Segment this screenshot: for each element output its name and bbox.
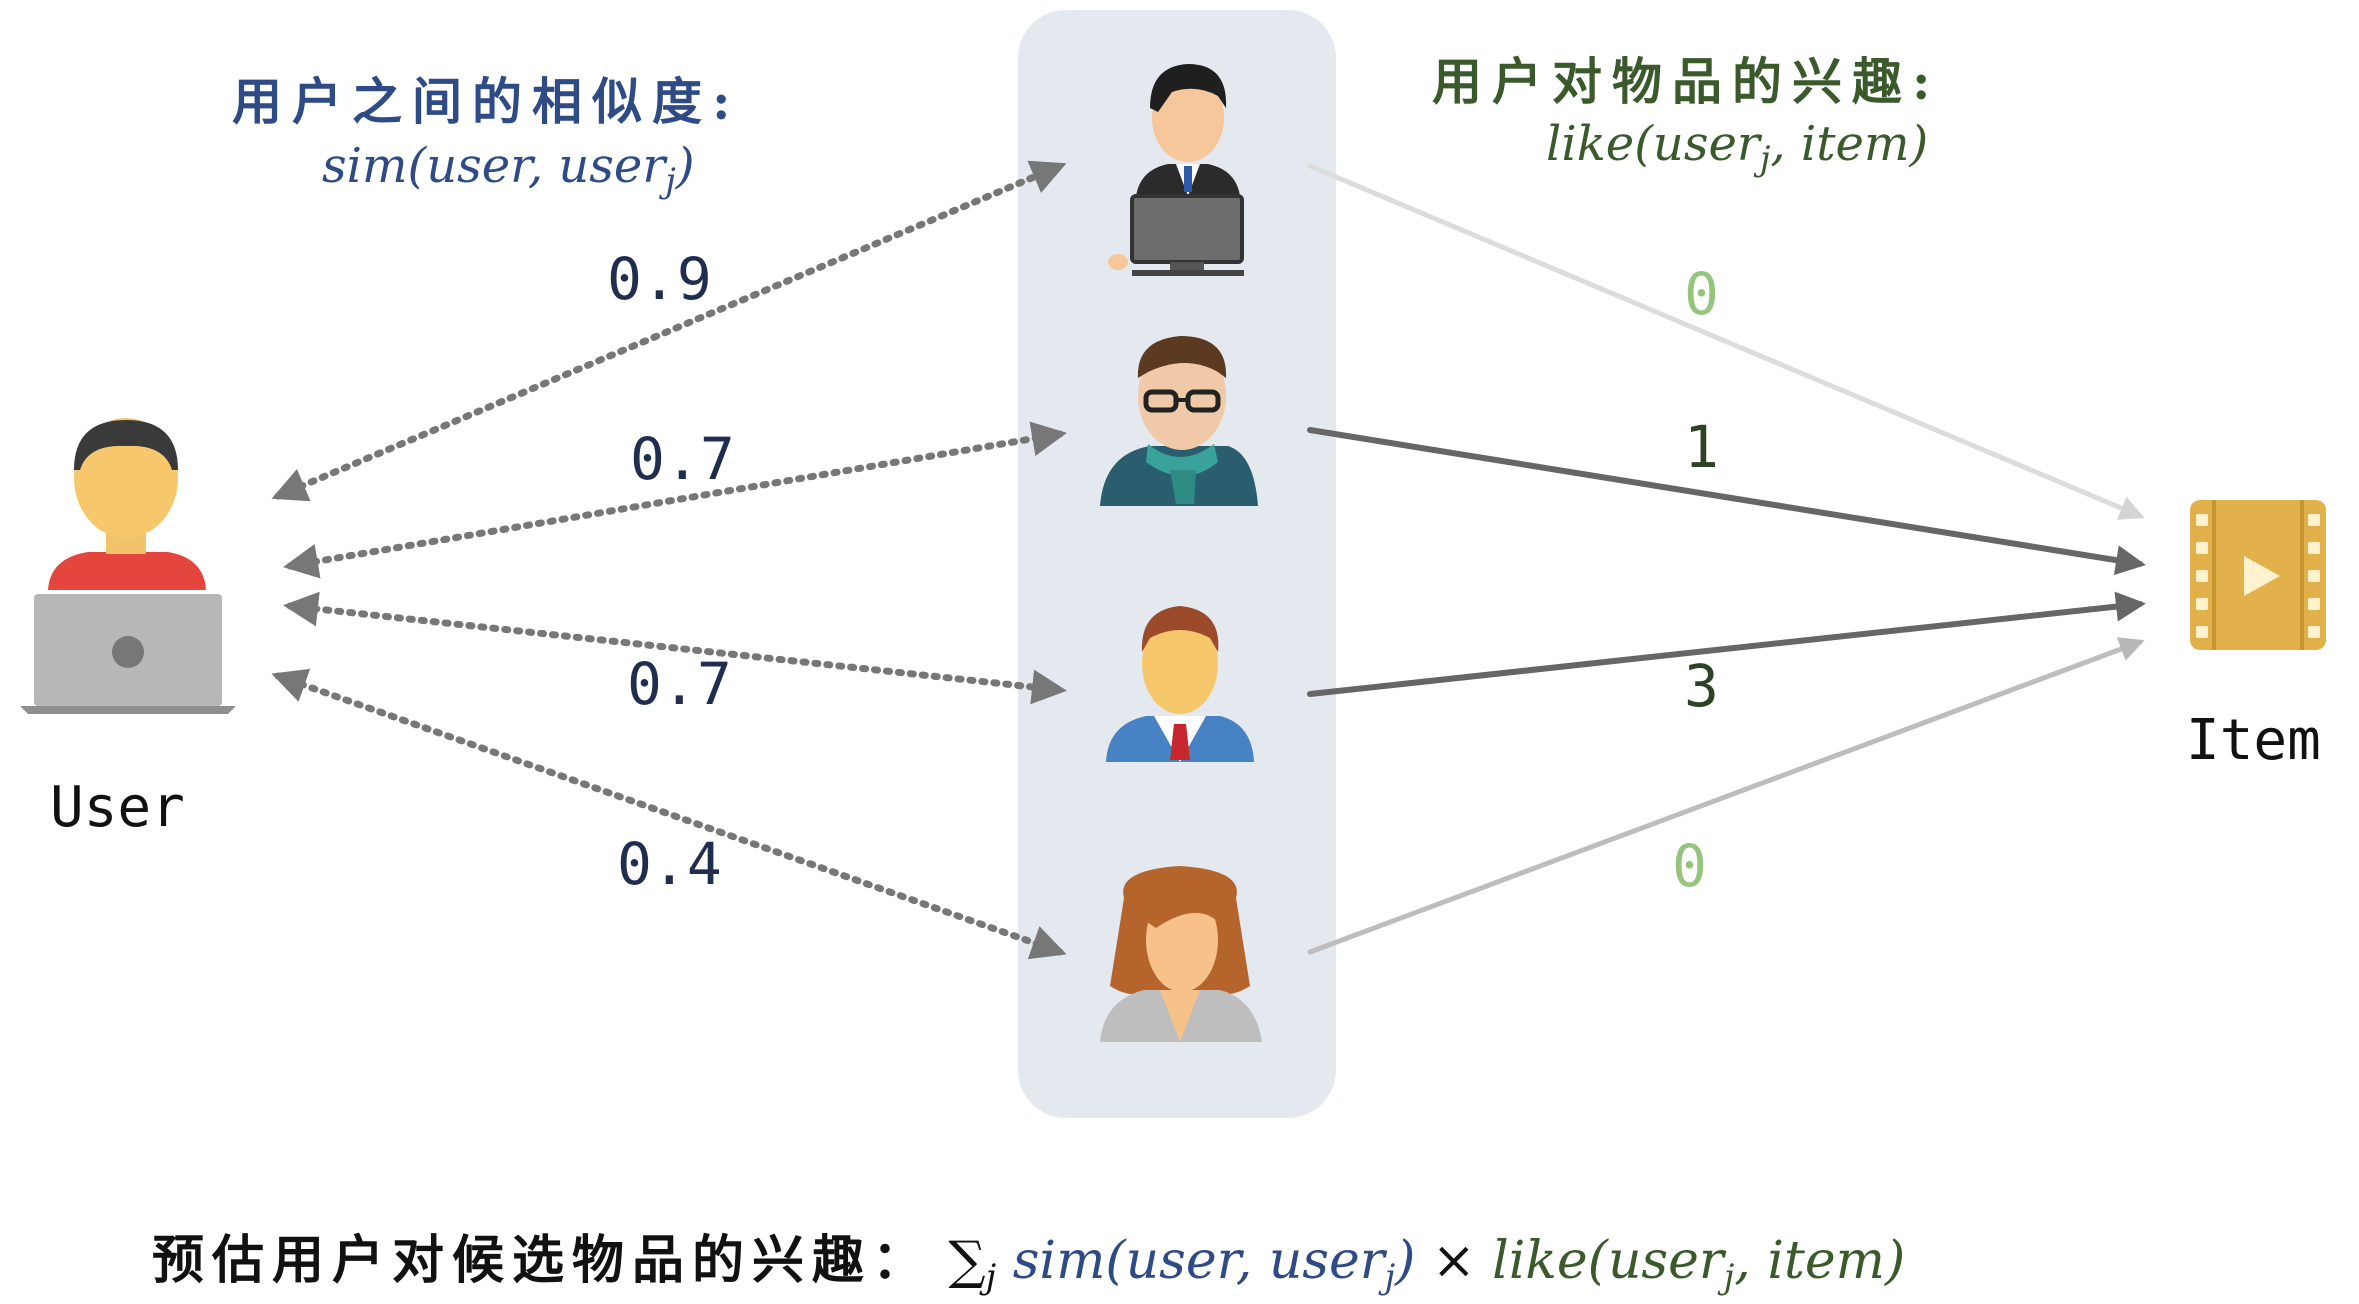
sim-arrow-4: [271, 668, 1067, 960]
interest-value: 0: [1684, 260, 1719, 328]
prediction-sim-left: sim(user, user: [1012, 1231, 1385, 1291]
interest-value: 1: [1684, 413, 1719, 481]
prediction-like-right: , item): [1734, 1231, 1906, 1291]
prediction-sim-sub: j: [1384, 1257, 1396, 1297]
like-arrow-2: [1307, 427, 2146, 575]
woman-icon: [1100, 866, 1262, 1042]
user-label: User: [50, 775, 185, 840]
interest-formula: like(userj, item): [1546, 116, 1928, 179]
interest-formula-right: , item): [1770, 116, 1929, 172]
similar-users-panel: [1018, 10, 1336, 1118]
prediction-label: 预估用户对候选物品的兴趣：: [152, 1230, 933, 1291]
similarity-value: 0.7: [630, 425, 735, 493]
sum-subscript: j: [985, 1257, 997, 1297]
similarity-value: 0.7: [627, 650, 732, 718]
man-glasses-scarf-icon: [1100, 336, 1258, 506]
similarity-value: 0.4: [617, 830, 722, 898]
man-tie-icon: [1106, 606, 1254, 762]
times-symbol: ×: [1432, 1231, 1476, 1291]
interest-heading: 用户对物品的兴趣:: [1432, 52, 1941, 111]
businessman-computer-icon: [1108, 64, 1244, 276]
interest-arrows: [1307, 163, 2146, 955]
like-arrow-3: [1307, 591, 2146, 697]
prediction-formula: 预估用户对候选物品的兴趣： ∑j sim(user, userj) × like…: [152, 1218, 1905, 1297]
similarity-arrows: [271, 160, 1067, 960]
similarity-formula-sub: j: [665, 161, 676, 201]
prediction-like-sub: j: [1723, 1257, 1735, 1297]
prediction-sim-right: ): [1395, 1231, 1416, 1291]
similarity-value: 0.9: [607, 245, 712, 313]
user-laptop-icon: [20, 418, 236, 714]
sim-arrow-2: [283, 421, 1067, 579]
like-arrow-4: [1307, 637, 2145, 955]
like-arrow-1: [1307, 163, 2145, 520]
similarity-formula-left: sim(user, user: [322, 138, 666, 194]
item-label: Item: [2186, 708, 2321, 773]
interest-formula-left: like(user: [1546, 116, 1760, 172]
similarity-formula-right: ): [675, 138, 695, 194]
interest-formula-sub: j: [1759, 139, 1771, 179]
video-item-icon: [2190, 500, 2326, 650]
similarity-heading: 用户之间的相似度:: [232, 72, 741, 131]
sum-symbol: ∑: [948, 1231, 986, 1291]
prediction-like-left: like(user: [1492, 1231, 1724, 1291]
interest-value: 3: [1684, 652, 1719, 720]
interest-value: 0: [1672, 832, 1707, 900]
similarity-formula: sim(user, userj): [322, 138, 695, 201]
